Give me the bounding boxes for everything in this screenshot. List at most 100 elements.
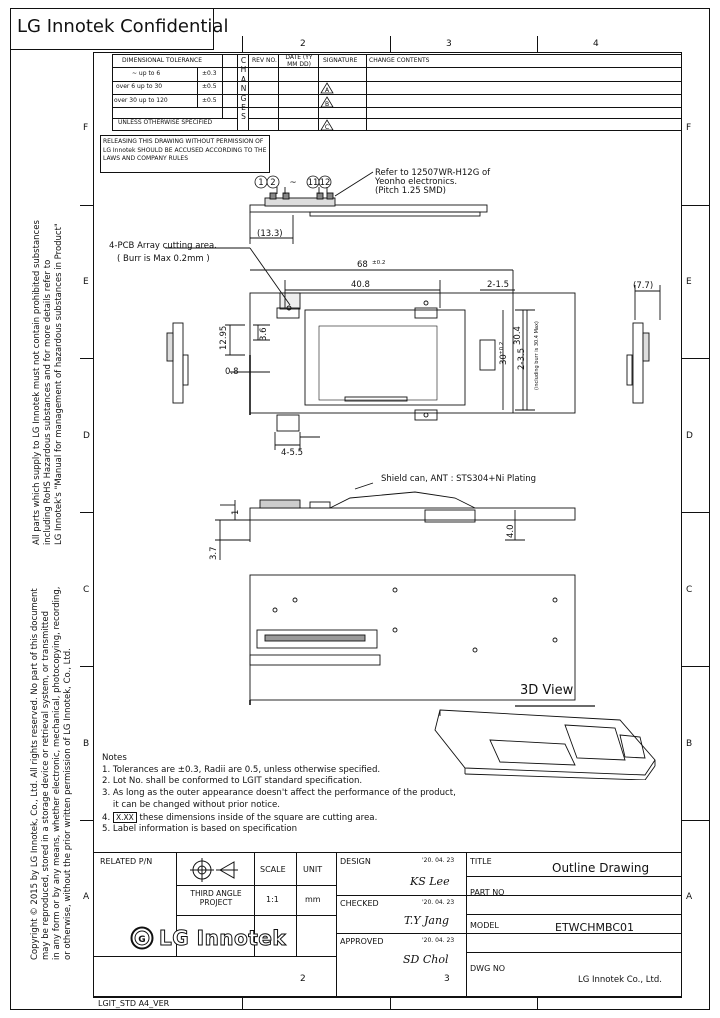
dim-40-8: 40.8 bbox=[351, 280, 370, 290]
dim-2-1-5: 2-1.5 bbox=[487, 280, 509, 290]
zone-right-f: F bbox=[686, 123, 692, 133]
tolerance-table bbox=[112, 54, 249, 131]
dim-30-4: 30.4 bbox=[513, 326, 523, 345]
zone-right-e: E bbox=[686, 277, 692, 287]
pin-tilde: ~ bbox=[289, 178, 296, 188]
zone-left-b: B bbox=[83, 739, 90, 749]
connector-ref-3: (Pitch 1.25 SMD) bbox=[375, 186, 446, 196]
signature-header: SIGNATURE bbox=[323, 57, 358, 64]
projection-label: THIRD ANGLE PROJECT bbox=[190, 889, 242, 907]
scale-value: 1:1 bbox=[266, 895, 279, 904]
dim-3-7: 3.7 bbox=[209, 546, 219, 560]
dim-30-tol: ±0.2 bbox=[499, 342, 505, 355]
dim-0-8: 0.8 bbox=[225, 367, 239, 377]
dim-30-4-note: (including burr is 30.4 Max) bbox=[534, 321, 540, 390]
lg-innotek-logo: G LG Innotek bbox=[130, 925, 286, 951]
pin-12-label: 12 bbox=[320, 178, 331, 188]
dim-3-6: 3.6 bbox=[259, 327, 269, 341]
footer-left: LGIT_STD A4_VER bbox=[98, 999, 170, 1008]
tolerance-title: DIMENSIONAL TOLERANCE bbox=[122, 57, 203, 64]
dim-68-tol: ±0.2 bbox=[372, 260, 385, 266]
footer-right: LG Innotek Co., Ltd. bbox=[578, 975, 662, 985]
tolerance-value-3: ±0.5 bbox=[202, 97, 217, 104]
title-block bbox=[93, 852, 682, 997]
pcb-array-line-1: 4-PCB Array cutting area. bbox=[109, 241, 217, 251]
dim-7-7: (7.7) bbox=[633, 281, 653, 291]
design-label: DESIGN bbox=[340, 857, 371, 866]
dim-1: 1 bbox=[231, 510, 241, 515]
col-label-2: 2 bbox=[300, 39, 306, 49]
note-5: 5. Label information is based on specifi… bbox=[102, 824, 298, 835]
connector-ref-1: Refer to 12507WR-H12G of bbox=[375, 168, 491, 178]
note-3: 3. As long as the outer appearance doesn… bbox=[102, 788, 456, 799]
design-name: KS Lee bbox=[410, 875, 450, 888]
tolerance-value-2: ±0.5 bbox=[202, 83, 217, 90]
pcb-array-line-2: ( Burr is Max 0.2mm ) bbox=[117, 254, 210, 264]
release-notice-box bbox=[100, 135, 270, 173]
pin-2-label: 2 bbox=[270, 178, 275, 188]
model-value: ETWCHMBC01 bbox=[555, 921, 635, 934]
shield-can-note: Shield can, ANT : STS304+Ni Plating bbox=[381, 474, 536, 484]
changes-vertical-label: CHANGES bbox=[240, 56, 247, 122]
related-pn-label: RELATED P/N bbox=[100, 857, 153, 866]
svg-text:G: G bbox=[138, 935, 145, 945]
unit-value: mm bbox=[305, 895, 321, 904]
zone-left-a: A bbox=[83, 892, 90, 902]
rohs-notice: All parts which supply to LG Innotek mus… bbox=[32, 220, 64, 545]
col-label-bottom-3: 3 bbox=[444, 974, 450, 984]
zone-right-a: A bbox=[686, 892, 693, 902]
col-label-4: 4 bbox=[593, 39, 599, 49]
confidential-label: LG Innotek Confidential bbox=[17, 16, 229, 37]
revision-marks: A B C bbox=[320, 82, 334, 131]
revision-table bbox=[249, 54, 682, 131]
dim-68: 68 bbox=[357, 260, 368, 270]
approved-date: '20. 04. 23 bbox=[422, 937, 455, 944]
col-label-bottom-2: 2 bbox=[300, 974, 306, 984]
zone-left-f: F bbox=[83, 123, 89, 133]
dwg-no-label: DWG NO bbox=[470, 964, 506, 973]
pin-11-label: 11 bbox=[308, 178, 319, 188]
zone-left-e: E bbox=[83, 277, 89, 287]
zone-left-c: C bbox=[83, 585, 90, 595]
title-value: Outline Drawing bbox=[552, 861, 650, 875]
tolerance-range-2: over 6 up to 30 bbox=[116, 83, 163, 90]
view-3d-label: 3D View bbox=[520, 683, 574, 698]
confidential-box bbox=[10, 8, 214, 50]
pin-1-label: 1 bbox=[258, 178, 263, 188]
date-header: DATE (YY MM DD) bbox=[285, 54, 313, 68]
approved-name: SD Chol bbox=[403, 953, 449, 966]
drawing-sheet bbox=[10, 8, 710, 1010]
copyright-notice: Copyright © 2015 by LG Innotek, Co., Ltd… bbox=[30, 586, 73, 960]
model-label: MODEL bbox=[470, 921, 499, 930]
design-date: '20. 04. 23 bbox=[422, 857, 455, 864]
zone-left-d: D bbox=[83, 431, 90, 441]
release-notice: RELEASING THIS DRAWING WITHOUT PERMISSIO… bbox=[103, 138, 267, 162]
svg-text:C: C bbox=[325, 124, 329, 131]
note-1: 1. Tolerances are ±0.3, Radii are 0.5, u… bbox=[102, 764, 381, 775]
pin-callouts bbox=[254, 175, 332, 189]
zone-right-b: B bbox=[686, 739, 693, 749]
dim-4-5-5: 4-5.5 bbox=[281, 448, 303, 458]
note-2: 2. Lot No. shall be conformed to LGIT st… bbox=[102, 776, 363, 787]
zone-right-c: C bbox=[686, 585, 693, 595]
connector-ref-2: Yeonho electronics. bbox=[374, 177, 457, 187]
note-4: 4. X.XX these dimensions inside of the s… bbox=[102, 811, 378, 823]
dim-13-3: (13.3) bbox=[257, 229, 283, 239]
tolerance-range-1: ~ up to 6 bbox=[132, 70, 161, 77]
approved-label: APPROVED bbox=[340, 937, 384, 946]
scale-label: SCALE bbox=[260, 865, 286, 874]
dim-30: 30 bbox=[499, 354, 509, 365]
part-no-label: PART NO bbox=[470, 888, 505, 897]
notes-title: Notes bbox=[102, 753, 127, 763]
checked-date: '20. 04. 23 bbox=[422, 899, 455, 906]
dim-4-0: 4.0 bbox=[506, 524, 516, 538]
dim-2-3-5: 2-3.5 bbox=[517, 348, 527, 370]
note-4-box: X.XX bbox=[112, 811, 137, 823]
tolerance-unless: UNLESS OTHERWISE SPECIFIED bbox=[118, 119, 213, 126]
notes-block: Notes 1. Tolerances are ±0.3, Radii are … bbox=[102, 753, 456, 836]
checked-label: CHECKED bbox=[340, 899, 379, 908]
change-header: CHANGE CONTENTS bbox=[369, 57, 430, 64]
tolerance-range-3: over 30 up to 120 bbox=[114, 97, 168, 104]
logo-text: LG Innotek bbox=[158, 926, 287, 951]
col-label-3: 3 bbox=[446, 39, 452, 49]
